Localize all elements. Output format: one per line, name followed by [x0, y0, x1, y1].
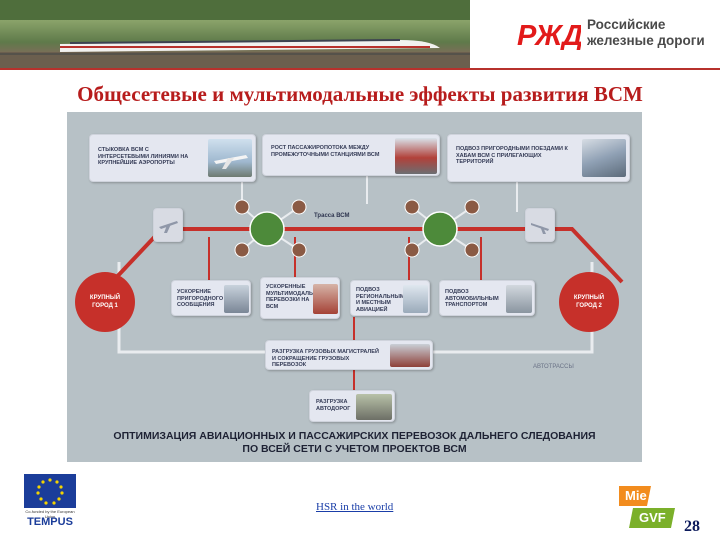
eu-flag-icon [24, 474, 76, 508]
airplane-photo [208, 139, 252, 177]
box-road-relief-text: Разгрузка автодорог [316, 399, 351, 412]
box-suburban-acceleration: Ускорение пригородного сообщения [171, 280, 251, 316]
small-plane-photo [403, 285, 428, 313]
station-node [291, 242, 307, 258]
box-passenger-growth-text: Рост пассажиропотока между промежуточным… [271, 145, 380, 158]
box-road-feeder-text: Подвоз автомобильным транспортом [445, 289, 499, 308]
highway-label: Автотрассы [533, 364, 574, 370]
mie-text: Mie [625, 488, 647, 503]
hsr-track-label: Трасса ВСМ [314, 213, 350, 219]
station-node [234, 199, 250, 215]
header: РЖД Российские железные дороги [0, 0, 720, 68]
mie-gvf-logo: Mie GVF [617, 484, 677, 532]
hsr-effects-diagram: Стыковка ВСМ с интерсетевыми линиями на … [67, 112, 642, 462]
eu-caption: Co-funded by the European Union [25, 509, 75, 519]
station-node [464, 199, 480, 215]
airport-icon-right [525, 208, 555, 242]
city-1-label: Крупный город 1 [89, 295, 121, 309]
city-2-label: Крупный город 2 [573, 295, 605, 309]
station-node [291, 199, 307, 215]
box-suburban-feeder: Подвоз пригородными поездами к хабам ВСМ… [447, 134, 630, 182]
train-interior-photo [313, 284, 338, 314]
box-freight-relief: Разгрузка грузовых магистралей и сокраще… [265, 340, 433, 370]
tempus-label: TEMPUS [27, 516, 73, 528]
eu-tempus-logo: Co-funded by the European Union TEMPUS [22, 474, 78, 530]
logo-line2: железные дороги [587, 33, 705, 48]
logo-text: Российские железные дороги [587, 17, 705, 49]
city-1-node: Крупный город 1 [75, 272, 135, 332]
box-airport-links: Стыковка ВСМ с интерсетевыми линиями на … [89, 134, 256, 182]
box-multimodal-text: Ускоренные мультимодальные перевозки на … [266, 284, 326, 310]
hub-node-1 [249, 211, 285, 247]
box-road-feeder: Подвоз автомобильным транспортом [439, 280, 535, 316]
city-2-node: Крупный город 2 [559, 272, 619, 332]
page-title: Общесетевые и мультимодальные эффекты ра… [77, 82, 643, 106]
svg-text:РЖД: РЖД [517, 20, 581, 50]
box-suburban-acceleration-text: Ускорение пригородного сообщения [177, 289, 224, 308]
station-node [404, 242, 420, 258]
train-front-photo [395, 138, 437, 174]
station-node [464, 242, 480, 258]
box-road-relief: Разгрузка автодорог [309, 390, 395, 422]
box-passenger-growth: Рост пассажиропотока между промежуточным… [262, 134, 440, 176]
box-suburban-feeder-text: Подвоз пригородными поездами к хабам ВСМ… [456, 146, 568, 165]
rzd-logo-mark-icon: РЖД [517, 20, 581, 50]
header-train-photo [0, 0, 470, 68]
logo-line1: Российские [587, 17, 666, 32]
suburban-photo [224, 285, 249, 313]
highway-photo [356, 394, 392, 420]
mie-gvf-logo-shape-icon [619, 486, 675, 528]
rzd-logo: РЖД Российские железные дороги [515, 14, 715, 54]
hub-node-2 [422, 211, 458, 247]
gvf-text: GVF [639, 510, 666, 525]
suburban-train-photo [582, 139, 626, 177]
box-air-feeder: Подвоз региональным и местным авиацией [350, 280, 430, 316]
station-node [404, 199, 420, 215]
airport-icon-left [153, 208, 183, 242]
box-freight-relief-text: Разгрузка грузовых магистралей и сокраще… [272, 349, 379, 368]
station-node [234, 242, 250, 258]
caption-line-1: Оптимизация авиационных и пассажирских п… [113, 430, 596, 442]
caption-line-2: по всей сети с учетом проектов ВСМ [242, 443, 467, 455]
header-divider [0, 68, 720, 70]
box-multimodal: Ускоренные мультимодальные перевозки на … [260, 277, 340, 319]
freight-train-photo [390, 344, 430, 367]
diagram-caption: Оптимизация авиационных и пассажирских п… [67, 430, 642, 456]
bus-photo [506, 285, 532, 313]
box-air-feeder-text: Подвоз региональным и местным авиацией [356, 287, 405, 313]
page-number: 28 [684, 518, 700, 535]
box-airport-links-text: Стыковка ВСМ с интерсетевыми линиями на … [98, 147, 189, 166]
hsr-world-link[interactable]: HSR in the world [316, 501, 394, 513]
